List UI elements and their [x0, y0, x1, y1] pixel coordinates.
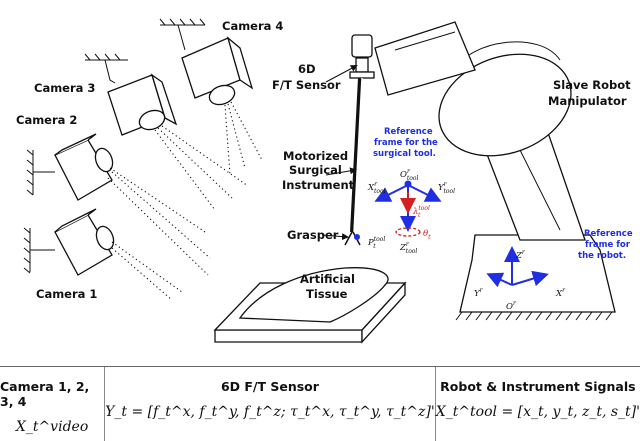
- camera-1-label: Camera 1: [36, 287, 97, 301]
- camera-2: [26, 133, 211, 276]
- y-robot-symbol: Yr: [474, 287, 484, 299]
- robot-frame-label-1: Reference: [584, 229, 633, 239]
- sensor-signals-header: 6D F/T Sensor: [220, 379, 319, 394]
- theta-rotation: [395, 227, 421, 237]
- sensor-signals-formula: Y_t = [f_t^x, f_t^y, f_t^z; τ_t^x, τ_t^y…: [105, 404, 435, 420]
- tissue-label-2: Tissue: [306, 287, 348, 301]
- sensor-signals-cell: 6D F/T Sensor Y_t = [f_t^x, f_t^y, f_t^z…: [104, 367, 435, 441]
- camera-4-label: Camera 4: [222, 19, 283, 33]
- o-robot-symbol: Or: [506, 300, 517, 312]
- camera-signals-header: Camera 1, 2, 3, 4: [0, 379, 90, 409]
- grasper-label: Grasper: [287, 228, 339, 242]
- camera-2-label: Camera 2: [16, 113, 77, 127]
- x-robot-symbol: Xr: [555, 287, 566, 299]
- robot-signals-formula: X_t^tool = [x_t, y_t, z_t, s_t]': [435, 404, 640, 420]
- camera-signals-cell: Camera 1, 2, 3, 4 X_t^video: [0, 367, 104, 441]
- robot-manipulator: [349, 21, 616, 321]
- tool-reference-frame: [374, 180, 442, 237]
- z-robot-symbol: Zr: [515, 249, 526, 261]
- system-diagram: Camera 4 Camera 3 Camera 2 Camera 1 6D F…: [16, 18, 633, 344]
- camera-3-label: Camera 3: [34, 81, 95, 95]
- camera-3: [84, 53, 249, 211]
- robot-frame-label-3: the robot.: [578, 251, 626, 261]
- sensor-label-2: F/T Sensor: [272, 78, 341, 92]
- robot-signals-cell: Robot & Instrument Signals X_t^tool = [x…: [434, 367, 640, 441]
- theta-symbol: θt: [423, 229, 431, 241]
- instrument-label-1: Motorized: [283, 149, 348, 163]
- artificial-tissue-platform: [213, 267, 407, 344]
- tool-frame-label-3: surgical tool.: [373, 149, 436, 159]
- robot-label-2: Manipulator: [548, 94, 627, 108]
- instrument-label-3: Instrument: [282, 178, 355, 192]
- y-tool-axis: [407, 184, 442, 202]
- signals-table: Camera 1, 2, 3, 4 X_t^video 6D F/T Senso…: [0, 366, 640, 441]
- robot-frame-label-2: frame for: [585, 240, 631, 250]
- instrument-label-2: Surgical: [289, 163, 342, 177]
- sensor-label-1: 6D: [298, 62, 316, 76]
- robot-reference-frame: [486, 246, 549, 288]
- x-tool-axis: [374, 184, 409, 202]
- robot-label-1: Slave Robot: [553, 78, 631, 92]
- camera-4: [159, 18, 263, 176]
- camera-signals-formula: X_t^video: [15, 419, 89, 435]
- tool-frame-label-2: frame for the: [374, 138, 438, 148]
- camera-1: [23, 208, 183, 301]
- x-robot-axis: [511, 270, 549, 287]
- y-robot-axis: [486, 272, 513, 288]
- tissue-label-1: Artificial: [300, 272, 355, 286]
- tool-frame-label-1: Reference: [384, 127, 433, 137]
- robot-signals-header: Robot & Instrument Signals: [440, 379, 636, 394]
